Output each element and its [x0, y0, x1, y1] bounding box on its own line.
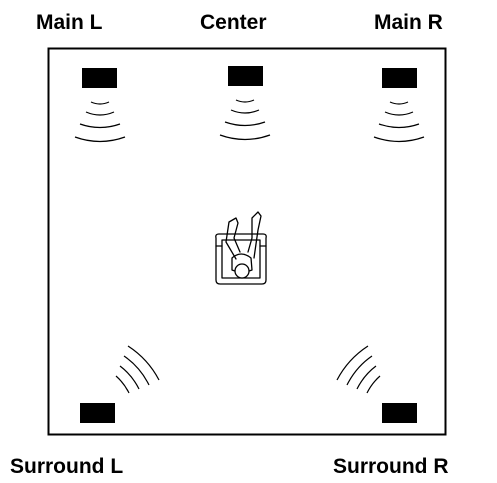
speaker-icon	[80, 403, 115, 423]
label-center: Center	[200, 11, 267, 34]
speaker-main-l	[74, 68, 126, 143]
speaker-icon	[382, 403, 417, 423]
label-surround-l: Surround L	[10, 455, 124, 478]
speaker-icon	[228, 66, 263, 86]
room-outline	[47, 47, 447, 436]
sound-waves-icon	[219, 99, 271, 141]
label-main-l: Main L	[36, 11, 103, 34]
label-surround-r: Surround R	[333, 455, 449, 478]
sound-waves-icon	[115, 345, 160, 394]
sound-waves-icon	[373, 101, 425, 143]
speaker-icon	[382, 68, 417, 88]
sound-waves-icon	[74, 101, 126, 143]
label-main-r: Main R	[374, 11, 443, 34]
speaker-surround-l	[80, 345, 160, 423]
speaker-icon	[82, 68, 117, 88]
speaker-surround-r	[336, 345, 417, 423]
sound-waves-icon	[336, 345, 381, 394]
speaker-main-r	[373, 68, 425, 143]
speaker-center	[219, 66, 271, 141]
listener-icon	[215, 211, 267, 285]
